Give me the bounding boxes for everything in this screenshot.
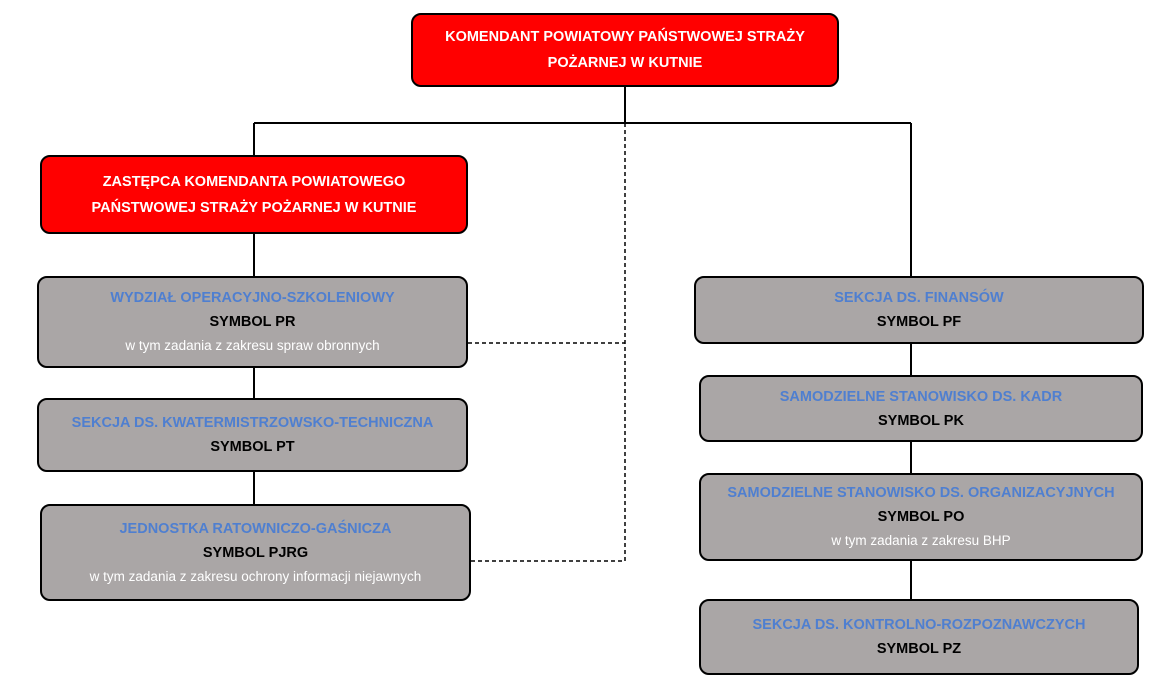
deputy-box: ZASTĘPCA KOMENDANTA POWIATOWEGO PAŃSTWOW… — [40, 155, 468, 234]
unit-box-pjrg: JEDNOSTKA RATOWNICZO-GAŚNICZA SYMBOL PJR… — [40, 504, 471, 601]
unit-box-po: SAMODZIELNE STANOWISKO DS. ORGANIZACYJNY… — [699, 473, 1143, 561]
unit-symbol-po: SYMBOL PO — [877, 509, 965, 525]
unit-box-pz: SEKCJA DS. KONTROLNO-ROZPOZNAWCZYCH SYMB… — [699, 599, 1139, 675]
unit-symbol-pjrg: SYMBOL PJRG — [202, 544, 309, 561]
unit-box-pk: SAMODZIELNE STANOWISKO DS. KADR SYMBOL P… — [699, 375, 1143, 442]
unit-title-pz: SEKCJA DS. KONTROLNO-ROZPOZNAWCZYCH — [752, 617, 1086, 633]
unit-box-pt: SEKCJA DS. KWATERMISTRZOWSKO-TECHNICZNA … — [37, 398, 468, 472]
unit-symbol-pr: SYMBOL PR — [209, 314, 296, 330]
unit-symbol-pk: SYMBOL PK — [878, 412, 964, 429]
deputy-line2: PAŃSTWOWEJ STRAŻY POŻARNEJ W KUTNIE — [91, 199, 417, 216]
unit-title-pk: SAMODZIELNE STANOWISKO DS. KADR — [779, 388, 1063, 405]
unit-title-pr: WYDZIAŁ OPERACYJNO-SZKOLENIOWY — [110, 290, 395, 306]
commander-box: KOMENDANT POWIATOWY PAŃSTWOWEJ STRAŻY PO… — [411, 13, 839, 87]
unit-box-pr: WYDZIAŁ OPERACYJNO-SZKOLENIOWY SYMBOL PR… — [37, 276, 468, 368]
unit-symbol-pz: SYMBOL PZ — [876, 641, 962, 657]
unit-note-po: w tym zadania z zakresu BHP — [831, 533, 1011, 548]
unit-symbol-pt: SYMBOL PT — [210, 439, 295, 455]
unit-symbol-pf: SYMBOL PF — [876, 314, 962, 330]
unit-title-pf: SEKCJA DS. FINANSÓW — [834, 290, 1004, 306]
unit-title-pjrg: JEDNOSTKA RATOWNICZO-GAŚNICZA — [119, 520, 392, 537]
unit-note-pr: w tym zadania z zakresu spraw obronnych — [125, 338, 380, 353]
commander-line2: POŻARNEJ W KUTNIE — [547, 55, 703, 71]
commander-line1: KOMENDANT POWIATOWY PAŃSTWOWEJ STRAŻY — [445, 29, 805, 45]
deputy-line1: ZASTĘPCA KOMENDANTA POWIATOWEGO — [102, 173, 406, 190]
unit-note-pjrg: w tym zadania z zakresu ochrony informac… — [89, 568, 422, 584]
unit-box-pf: SEKCJA DS. FINANSÓW SYMBOL PF — [694, 276, 1144, 344]
unit-title-po: SAMODZIELNE STANOWISKO DS. ORGANIZACYJNY… — [727, 485, 1115, 501]
unit-title-pt: SEKCJA DS. KWATERMISTRZOWSKO-TECHNICZNA — [71, 415, 434, 431]
